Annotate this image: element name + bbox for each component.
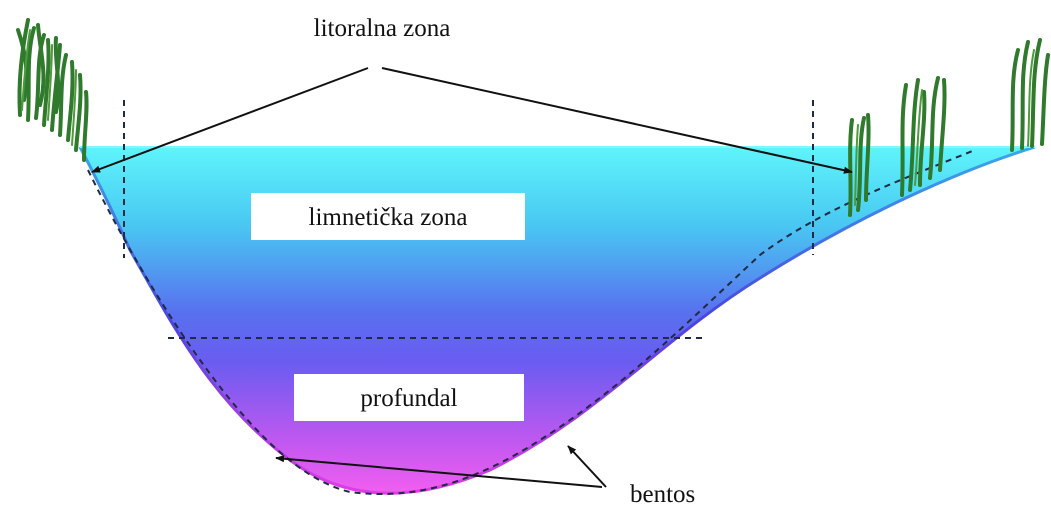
limnetic-label-box [251, 193, 525, 240]
lake-water-body [80, 147, 1035, 494]
plants-left [16, 18, 89, 162]
annotation-arrows [91, 67, 853, 488]
benthos-arrow-left [275, 455, 603, 488]
plants-right-shade [854, 49, 1035, 206]
plants-right [848, 38, 1050, 217]
zone-boundaries [87, 100, 976, 495]
littoral-arrow-left [91, 67, 369, 173]
limnetic-zone-label: limnetička zona [309, 204, 468, 231]
benthos-arrow-right [567, 445, 607, 488]
benthos-label: bentos [630, 481, 695, 508]
littoral-zone-label: litoralna zona [314, 15, 451, 42]
benthos-boundary [87, 149, 976, 495]
littoral-arrow-right [381, 67, 853, 174]
profundal-label: profundal [360, 385, 457, 412]
plants-left-shade [21, 29, 77, 146]
profundal-label-box [294, 374, 524, 421]
